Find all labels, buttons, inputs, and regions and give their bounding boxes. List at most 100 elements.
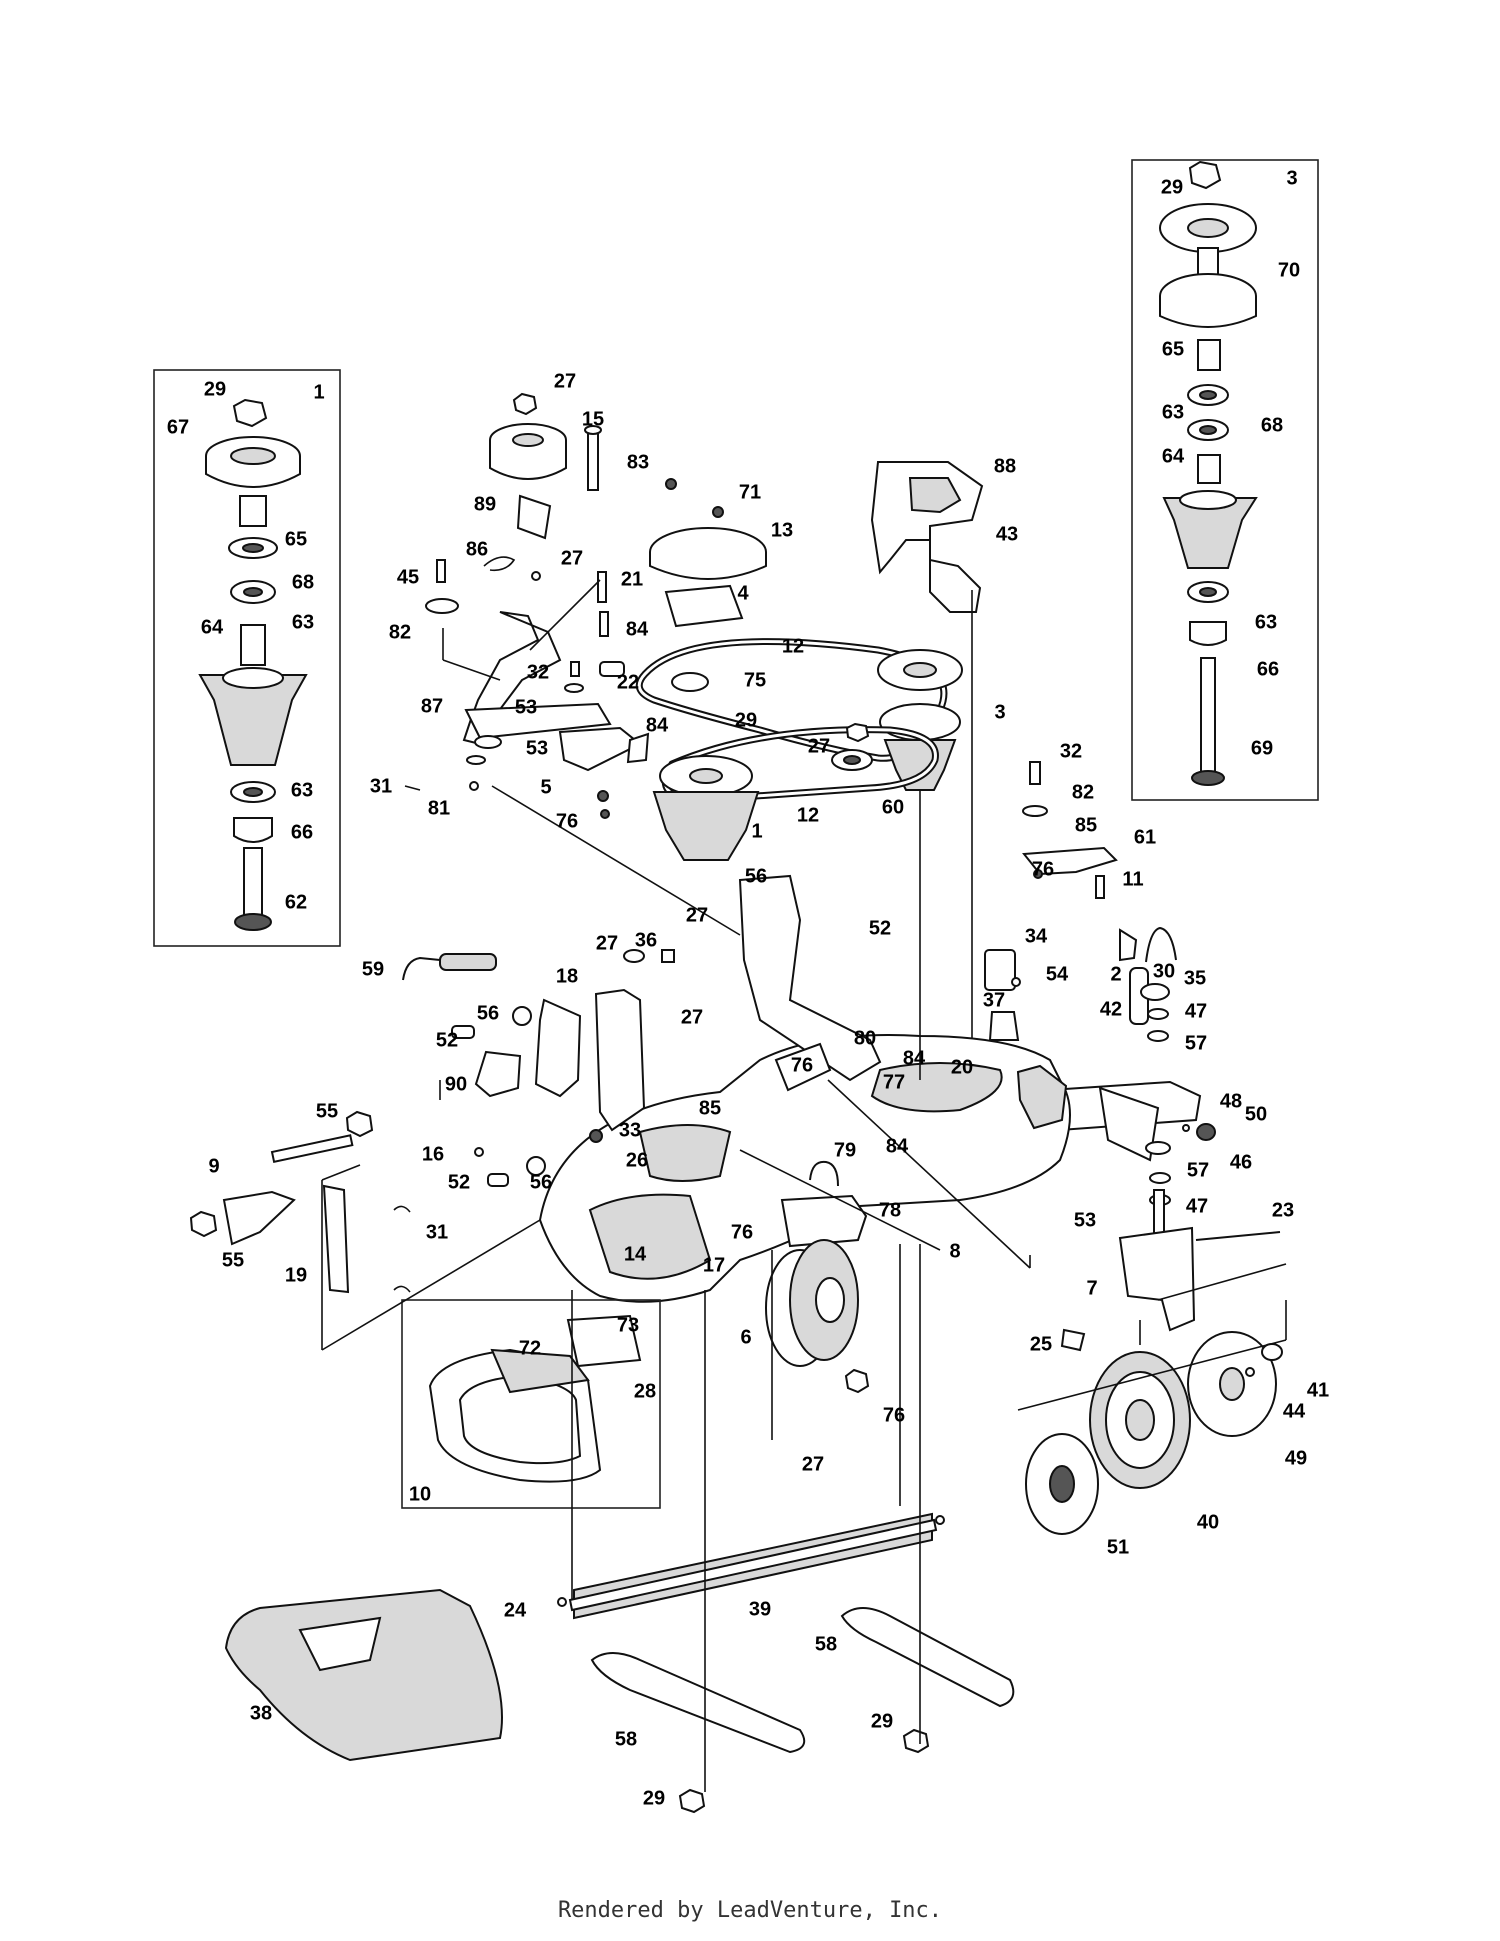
callout-34: 34 <box>1025 925 1048 947</box>
reference-lines <box>321 579 1287 1792</box>
callout-27: 27 <box>686 904 708 926</box>
callout-41: 41 <box>1307 1379 1329 1401</box>
callout-73: 73 <box>617 1314 639 1336</box>
callout-87: 87 <box>421 695 443 717</box>
spindle-inset-box-left <box>153 369 341 947</box>
callout-12: 12 <box>782 635 804 657</box>
callout-65: 65 <box>285 528 307 550</box>
callout-6: 6 <box>740 1326 751 1348</box>
callout-10: 10 <box>409 1483 431 1505</box>
callout-89: 89 <box>474 493 496 515</box>
callout-57: 57 <box>1185 1032 1207 1054</box>
callout-83: 83 <box>627 451 649 473</box>
callout-47: 47 <box>1185 1000 1207 1022</box>
callout-5: 5 <box>540 776 551 798</box>
callout-27: 27 <box>554 370 576 392</box>
callout-27: 27 <box>808 735 830 757</box>
callout-38: 38 <box>250 1702 272 1724</box>
callout-53: 53 <box>1074 1209 1096 1231</box>
callout-56: 56 <box>477 1002 499 1024</box>
callout-50: 50 <box>1245 1103 1267 1125</box>
mower-deck <box>538 874 1071 1303</box>
callout-8: 8 <box>949 1240 960 1262</box>
callout-58: 58 <box>615 1728 637 1750</box>
callout-27: 27 <box>681 1006 703 1028</box>
callout-60: 60 <box>882 796 904 818</box>
callout-3: 3 <box>994 701 1005 723</box>
callout-76: 76 <box>1032 858 1054 880</box>
callout-71: 71 <box>739 481 761 503</box>
callout-90: 90 <box>445 1073 467 1095</box>
callout-70: 70 <box>1278 259 1300 281</box>
spindle-assembly-right <box>1159 160 1258 786</box>
callout-43: 43 <box>996 523 1018 545</box>
callout-63: 63 <box>292 611 314 633</box>
callout-9: 9 <box>208 1155 219 1177</box>
callout-23: 23 <box>1272 1199 1294 1221</box>
callout-52: 52 <box>436 1029 458 1051</box>
callout-61: 61 <box>1134 826 1156 848</box>
callout-12: 12 <box>797 804 819 826</box>
callout-29: 29 <box>1161 176 1183 198</box>
callout-22: 22 <box>617 671 639 693</box>
drive-belt-assembly <box>635 478 963 861</box>
spindle-inset-box-right <box>1131 159 1319 801</box>
callout-69: 69 <box>1251 737 1273 759</box>
callout-84: 84 <box>886 1135 909 1157</box>
callout-29: 29 <box>735 709 757 731</box>
callout-56: 56 <box>530 1171 552 1193</box>
callout-67: 67 <box>167 416 189 438</box>
callout-14: 14 <box>624 1243 647 1265</box>
callout-13: 13 <box>771 519 793 541</box>
callout-85: 85 <box>1075 814 1097 836</box>
callout-20: 20 <box>951 1056 973 1078</box>
callout-77: 77 <box>883 1071 905 1093</box>
callout-15: 15 <box>582 408 604 430</box>
callout-17: 17 <box>703 1254 725 1276</box>
rear-wheel-assembly <box>1025 1331 1283 1535</box>
callout-54: 54 <box>1046 963 1069 985</box>
callout-88: 88 <box>994 455 1016 477</box>
callout-66: 66 <box>1257 658 1279 680</box>
caster-wheel-assembly <box>765 1042 870 1394</box>
callout-27: 27 <box>561 547 583 569</box>
callout-46: 46 <box>1230 1151 1252 1173</box>
callout-68: 68 <box>1261 414 1283 436</box>
callout-76: 76 <box>883 1404 905 1426</box>
callout-29: 29 <box>871 1710 893 1732</box>
callout-72: 72 <box>519 1337 541 1359</box>
callout-85: 85 <box>699 1097 721 1119</box>
callout-24: 24 <box>504 1599 527 1621</box>
belt-guard-bracket <box>870 461 984 1088</box>
callout-57: 57 <box>1187 1159 1209 1181</box>
callout-11: 11 <box>1122 868 1143 890</box>
callout-86: 86 <box>466 538 488 560</box>
callout-76: 76 <box>791 1054 813 1076</box>
callout-16: 16 <box>422 1143 444 1165</box>
callout-1: 1 <box>751 820 762 842</box>
callout-55: 55 <box>316 1100 338 1122</box>
callout-3: 3 <box>1286 167 1297 189</box>
callout-82: 82 <box>1072 781 1094 803</box>
callout-66: 66 <box>291 821 313 843</box>
callout-63: 63 <box>1255 611 1277 633</box>
callout-49: 49 <box>1285 1447 1307 1469</box>
callout-33: 33 <box>619 1119 641 1141</box>
callout-82: 82 <box>389 621 411 643</box>
mulch-plug <box>428 1314 642 1483</box>
callout-76: 76 <box>731 1221 753 1243</box>
rendered-by-footer: Rendered by LeadVenture, Inc. <box>557 1898 943 1923</box>
callout-28: 28 <box>634 1380 656 1402</box>
callout-68: 68 <box>292 571 314 593</box>
callout-36: 36 <box>635 929 657 951</box>
callout-65: 65 <box>1162 338 1184 360</box>
callout-18: 18 <box>556 965 578 987</box>
callout-27: 27 <box>596 932 618 954</box>
callout-84: 84 <box>646 714 669 736</box>
spindle-assembly-left <box>198 398 308 931</box>
callout-52: 52 <box>448 1171 470 1193</box>
callout-64: 64 <box>1162 445 1185 467</box>
callout-21: 21 <box>621 568 643 590</box>
callout-42: 42 <box>1100 998 1122 1020</box>
